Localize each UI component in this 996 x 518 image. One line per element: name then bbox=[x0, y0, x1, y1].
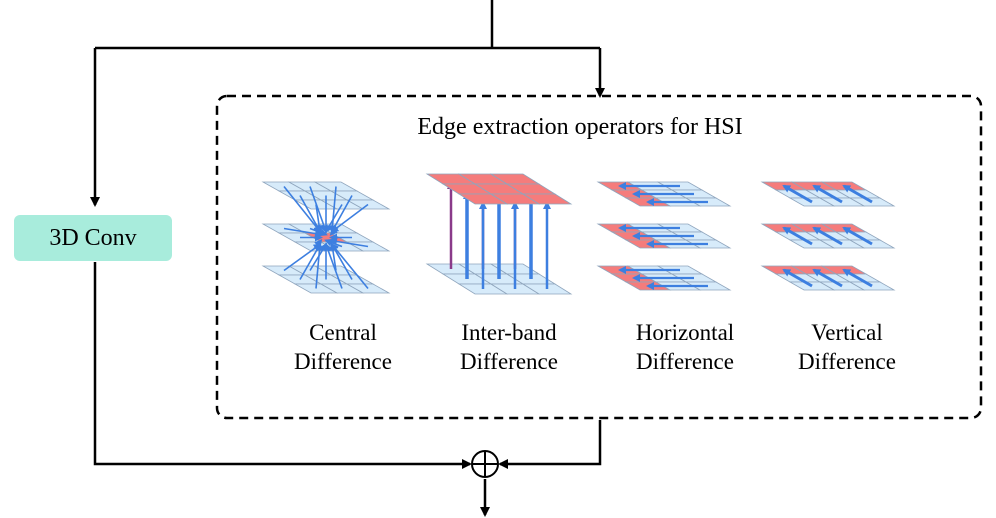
arrow-mark bbox=[812, 268, 843, 288]
arrow-mark bbox=[842, 184, 873, 204]
conv-block: 3D Conv bbox=[14, 215, 172, 261]
module-output-line bbox=[498, 420, 602, 469]
interband-plane-top bbox=[425, 173, 573, 205]
arrow-mark bbox=[315, 204, 324, 234]
conv-label: 3D Conv bbox=[49, 224, 137, 251]
arrow-mark bbox=[283, 186, 322, 234]
arrow-mark bbox=[315, 242, 324, 289]
arrow-mark bbox=[330, 203, 369, 233]
arrow-mark bbox=[330, 242, 369, 290]
arrow-mark bbox=[842, 268, 873, 288]
arrow-mark bbox=[812, 184, 843, 204]
operator-label-line2: Difference bbox=[294, 349, 392, 374]
sum-node bbox=[471, 450, 499, 478]
operator-label-line1: Vertical bbox=[811, 320, 883, 345]
arrow-mark bbox=[283, 227, 323, 238]
module-title: Edge extraction operators for HSI bbox=[417, 114, 743, 140]
arrow-mark bbox=[782, 184, 813, 204]
arrow-mark bbox=[782, 226, 813, 246]
operator-label-line2: Difference bbox=[798, 349, 896, 374]
operator-label-line2: Difference bbox=[636, 349, 734, 374]
arrow-mark bbox=[324, 242, 343, 289]
operator-label-central: Central Difference bbox=[258, 318, 428, 376]
arrow-mark bbox=[782, 268, 813, 288]
operator-label-interband: Inter-band Difference bbox=[424, 318, 594, 376]
arrow-mark bbox=[328, 186, 337, 234]
arrow-mark bbox=[842, 226, 873, 246]
operator-label-vertical: Vertical Difference bbox=[762, 318, 932, 376]
edge-module-box bbox=[215, 94, 983, 420]
operator-label-line1: Inter-band bbox=[461, 320, 557, 345]
operator-label-horizontal: Horizontal Difference bbox=[600, 318, 770, 376]
arrow-mark bbox=[812, 226, 843, 246]
conv-output-line bbox=[93, 262, 472, 469]
flow-lines bbox=[90, 0, 605, 517]
arrow-mark bbox=[329, 237, 369, 248]
operator-label-line1: Central bbox=[309, 320, 377, 345]
arrow-mark bbox=[324, 204, 343, 234]
arrow-mark bbox=[309, 186, 328, 234]
grid-cell bbox=[521, 193, 573, 205]
vertical-plane bbox=[760, 181, 896, 207]
operator-label-line2: Difference bbox=[460, 349, 558, 374]
operator-label-line1: Horizontal bbox=[635, 320, 735, 345]
